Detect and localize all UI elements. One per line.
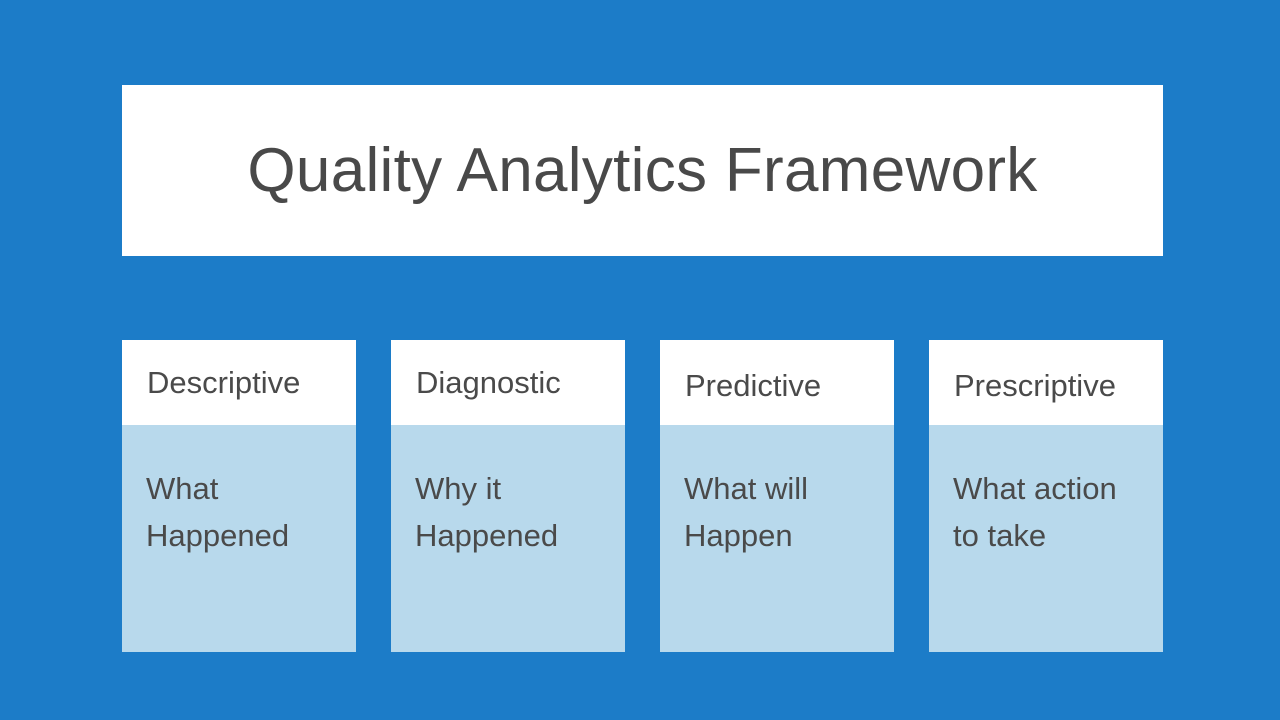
card-title-label: Diagnostic [416, 365, 561, 400]
card-body-diagnostic: Why it Happened [391, 425, 625, 652]
card-title-label: Prescriptive [954, 368, 1116, 403]
card-body-label: What action to take [953, 471, 1117, 554]
card-header-prescriptive: Prescriptive [929, 340, 1163, 425]
analytics-card-diagnostic[interactable]: Diagnostic Why it Happened [391, 340, 625, 652]
card-title-label: Descriptive [147, 365, 301, 400]
card-body-prescriptive: What action to take [929, 425, 1163, 652]
card-header-descriptive: Descriptive [122, 340, 356, 425]
card-body-label: What will Happen [684, 471, 809, 554]
analytics-card-predictive[interactable]: Predictive What will Happen [660, 340, 894, 652]
analytics-card-descriptive[interactable]: Descriptive What Happened [122, 340, 356, 652]
card-title-label: Predictive [685, 368, 822, 403]
page-title: Quality Analytics Framework [247, 135, 1038, 205]
card-header-predictive: Predictive [660, 340, 894, 425]
analytics-card-row: Descriptive What Happened Diagnostic Why… [122, 340, 1163, 652]
card-header-diagnostic: Diagnostic [391, 340, 625, 425]
slide-title-banner: Quality Analytics Framework [122, 85, 1163, 256]
card-body-predictive: What will Happen [660, 425, 894, 652]
card-body-label: What Happened [146, 471, 290, 554]
card-body-label: Why it Happened [415, 471, 559, 554]
analytics-card-prescriptive[interactable]: Prescriptive What action to take [929, 340, 1163, 652]
card-body-descriptive: What Happened [122, 425, 356, 652]
